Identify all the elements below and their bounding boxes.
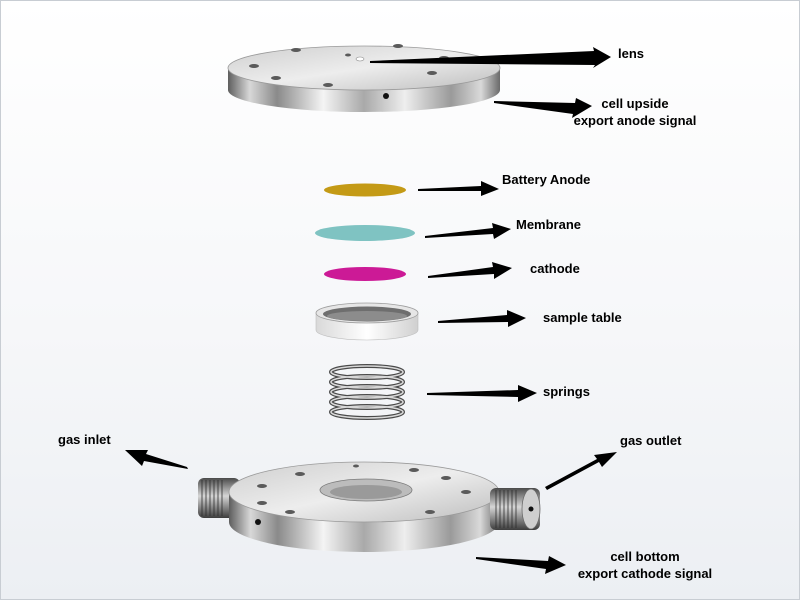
springs-label: springs [543,384,590,399]
arrow-cell-upside [494,98,592,118]
cell-upside-part [227,44,501,112]
arrow-cell-bottom [476,556,566,574]
sample-table-label: sample table [543,310,622,325]
cathode-disc [324,267,406,281]
sample-table-part [315,302,419,341]
arrow-lens [370,47,611,68]
cell-bottom-label: cell bottom export cathode signal [545,548,745,582]
cell-bottom-label-line2: export cathode signal [577,566,713,581]
gas-outlet-knob [490,488,541,530]
arrow-gas-outlet [545,452,617,490]
lens-label: lens [618,46,645,61]
cell-bottom-part [198,461,541,552]
membrane-label: Membrane [516,217,582,232]
cell-bottom-label-line1: cell bottom [610,549,680,564]
cell-upside-label: cell upside export anode signal [540,95,730,129]
gas-inlet-label: gas inlet [58,432,111,447]
arrow-battery-anode [418,181,499,196]
battery-anode-disc [324,183,406,197]
lens-holes [249,44,449,87]
arrow-sample-table [438,310,526,327]
cell-upside-label-line2: export anode signal [573,113,697,128]
battery-anode-label: Battery Anode [502,172,591,187]
membrane-disc [315,225,415,241]
cell-upside-label-line1: cell upside [601,96,669,111]
arrow-gas-inlet [125,450,188,469]
arrow-springs [427,385,537,402]
cathode-label: cathode [530,261,580,276]
callout-arrows [125,47,617,574]
springs-part [329,364,405,420]
arrow-cathode [428,262,512,279]
gas-outlet-label: gas outlet [620,433,682,448]
arrow-membrane [425,223,511,239]
bottom-cell-holes [257,464,471,514]
